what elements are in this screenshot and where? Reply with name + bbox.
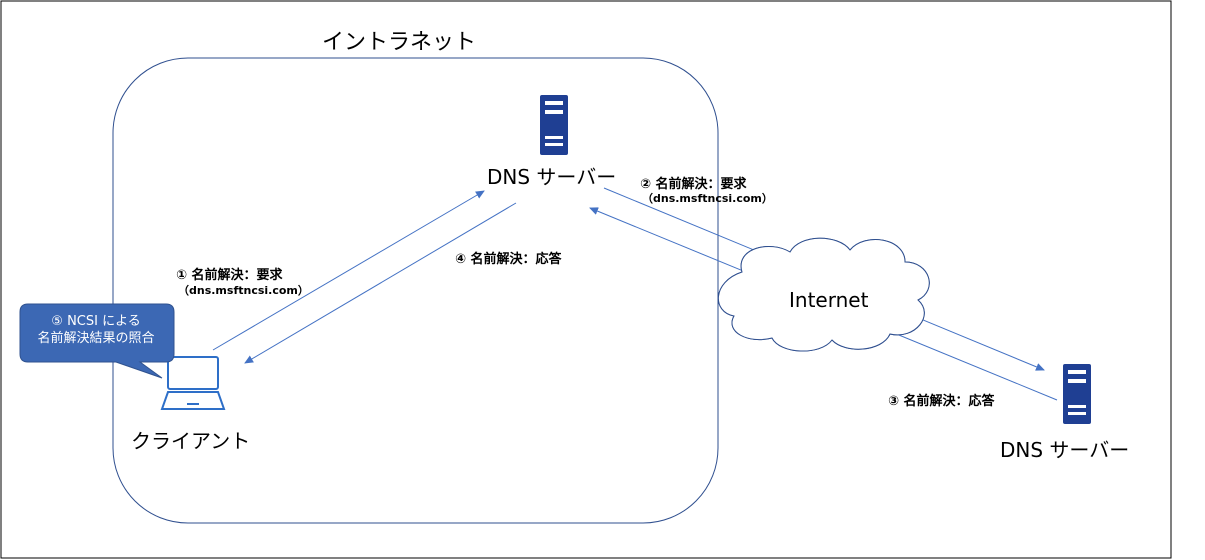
step2-detail: （dns.msftncsi.com） xyxy=(642,192,773,205)
arrow-step4 xyxy=(244,202,517,364)
internet-label: Internet xyxy=(789,288,869,312)
internet-cloud-overlay xyxy=(718,237,930,352)
intranet-boundary xyxy=(112,57,719,524)
step1-label: ① 名前解決：要求 xyxy=(176,268,283,283)
callout-text: ⑤ NCSI による 名前解決結果の照合 xyxy=(20,313,172,347)
external-dns-server-icon xyxy=(1063,364,1091,424)
intranet-label: イントラネット xyxy=(322,30,477,55)
client-label: クライアント xyxy=(131,429,251,453)
step3-label: ③ 名前解決：応答 xyxy=(888,394,995,409)
internal-dns-server-icon xyxy=(540,95,568,155)
step1-detail: （dns.msftncsi.com） xyxy=(178,284,309,297)
internal-dns-label: DNS サーバー xyxy=(487,165,617,189)
arrow-step1 xyxy=(212,190,485,351)
client-laptop-icon xyxy=(160,356,226,410)
external-dns-label: DNS サーバー xyxy=(1000,438,1130,462)
callout-line1: ⑤ NCSI による xyxy=(51,314,141,329)
step4-label: ④ 名前解決：応答 xyxy=(455,252,562,267)
callout-bubble xyxy=(19,303,175,379)
callout-line2: 名前解決結果の照合 xyxy=(37,331,155,346)
step2-label: ② 名前解決：要求 xyxy=(640,177,747,192)
outer-frame xyxy=(0,0,1172,559)
